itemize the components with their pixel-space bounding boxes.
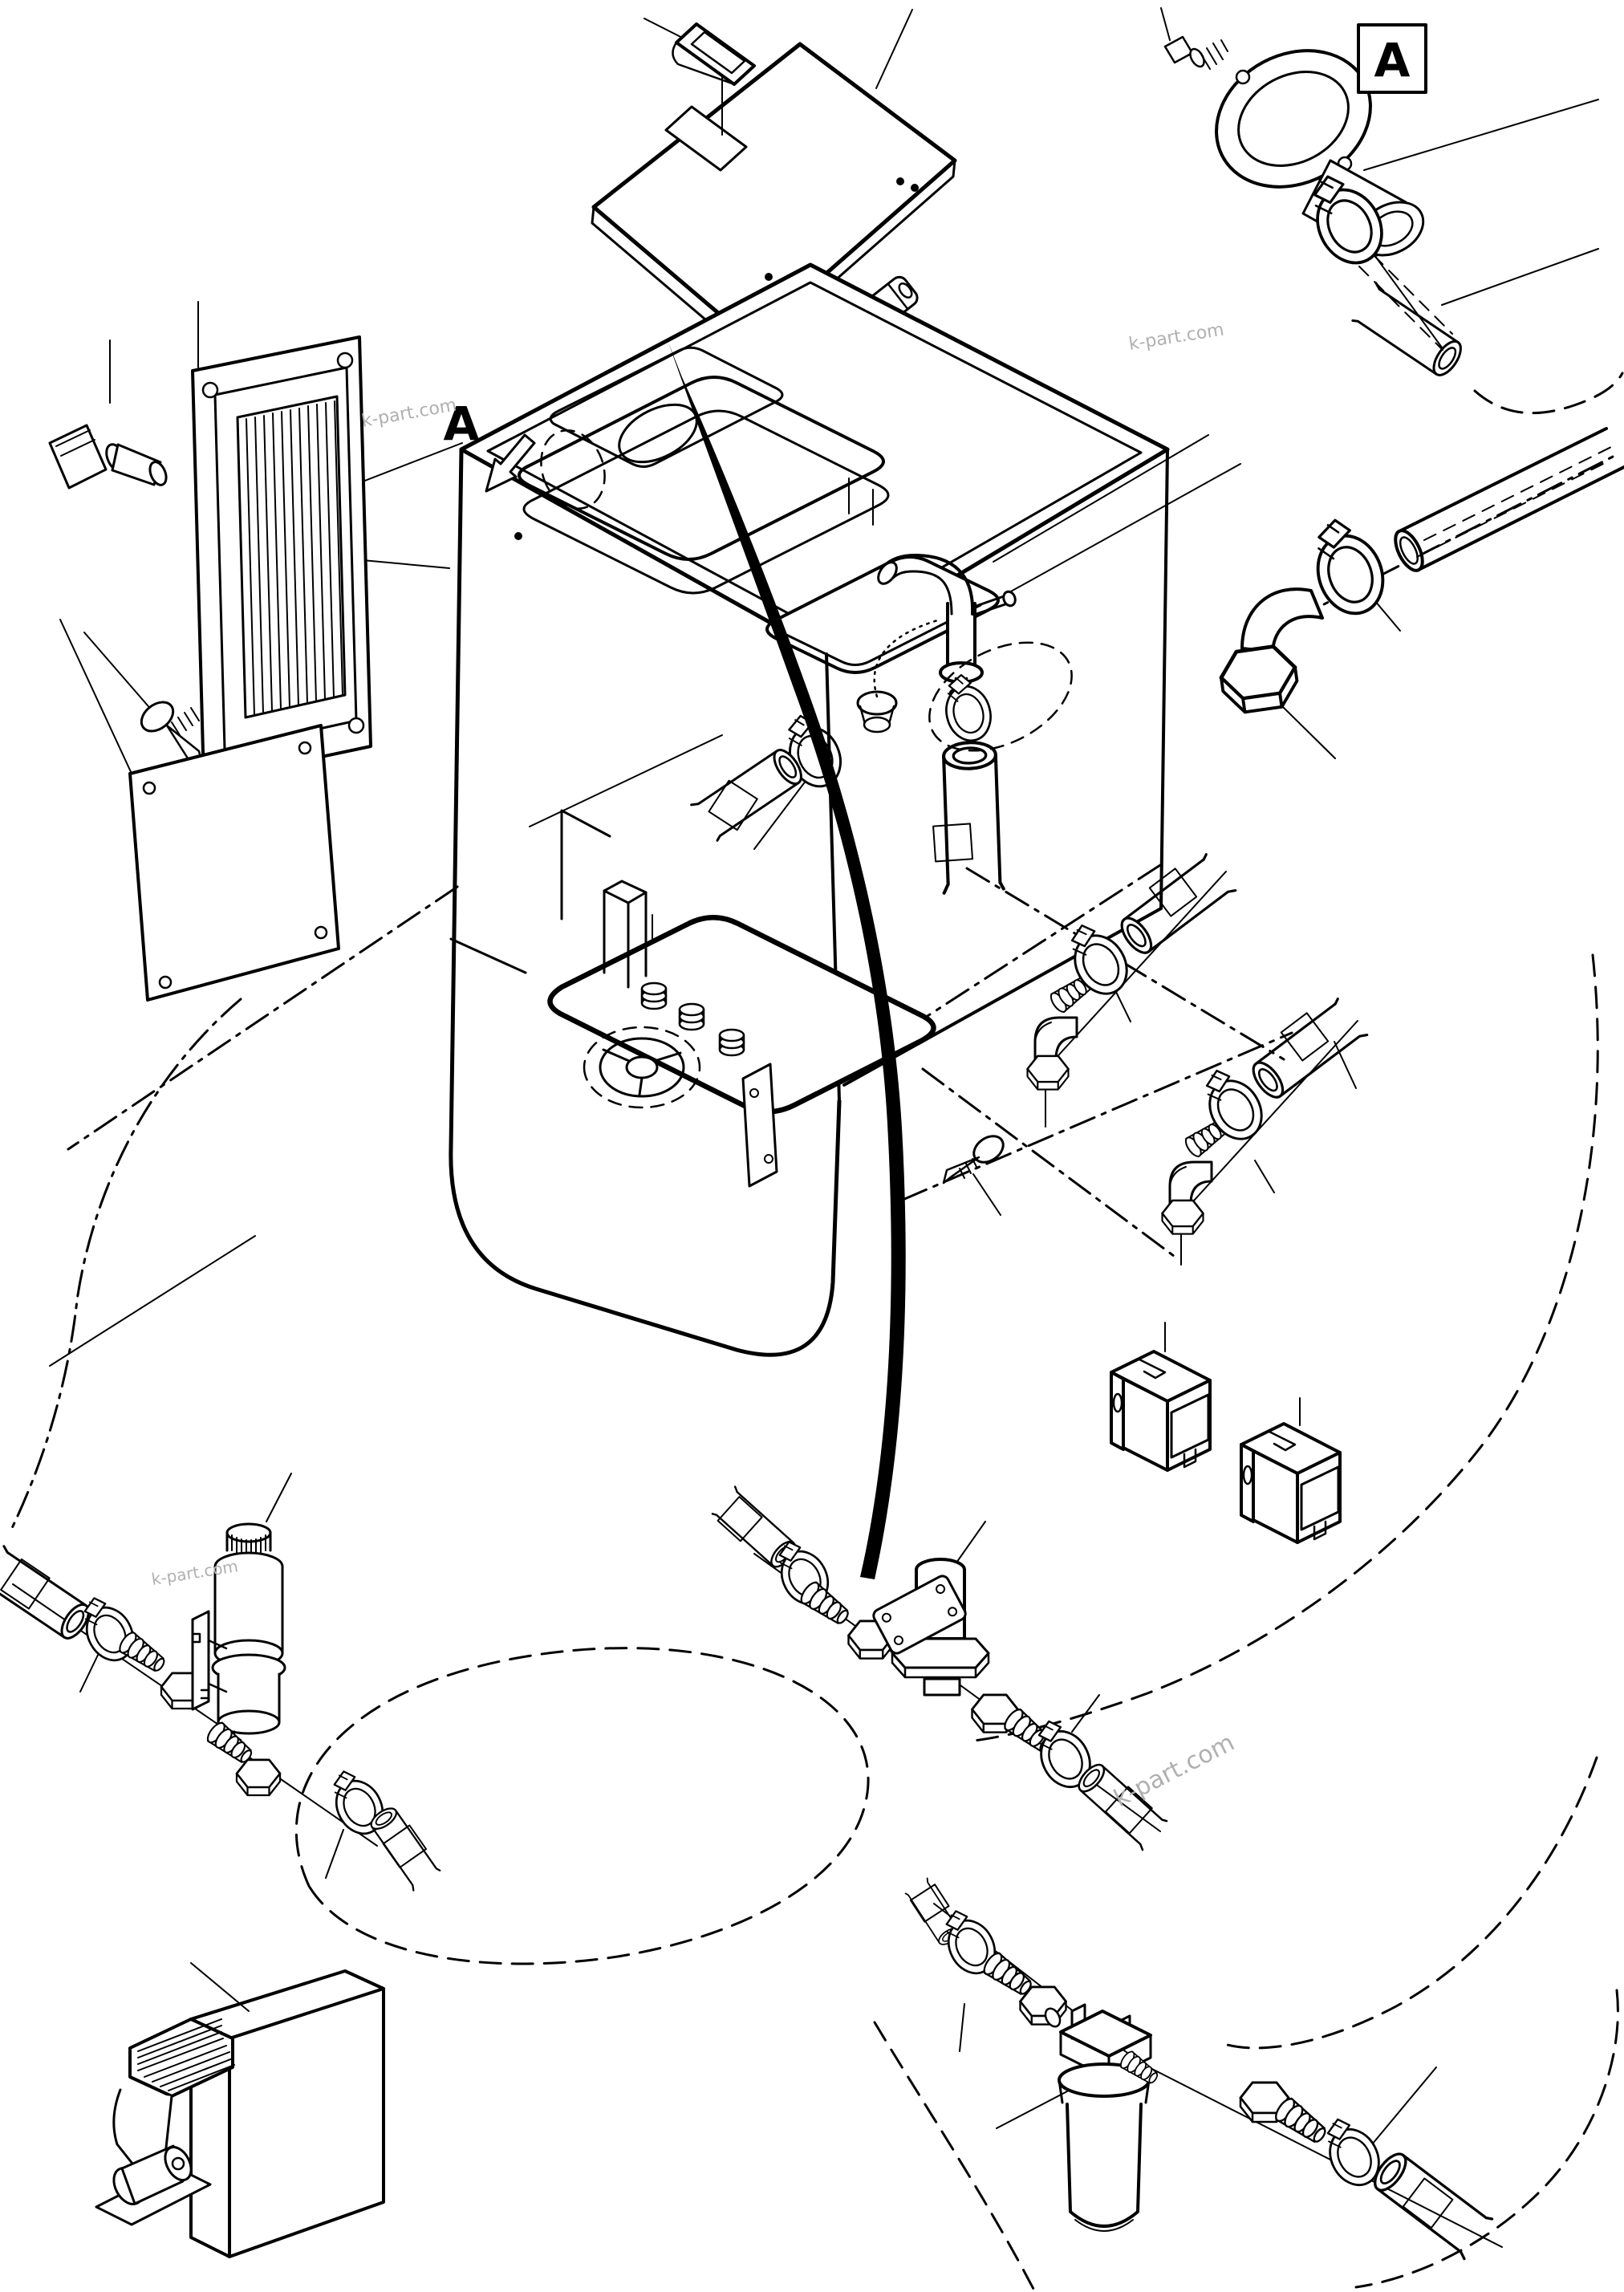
clip-bracket bbox=[1110, 1350, 1212, 1472]
faucet bbox=[877, 554, 1017, 701]
hose-section bbox=[1071, 1758, 1169, 1851]
detail-a-callout-letter: A bbox=[444, 396, 480, 451]
elbow-fitting-set-2 bbox=[1161, 996, 1369, 1235]
filler-recess bbox=[540, 346, 784, 510]
hose-clamp bbox=[320, 1762, 393, 1843]
detail-a-box: A bbox=[1357, 23, 1427, 94]
detail-arrow-icon bbox=[485, 433, 536, 493]
lid-handle bbox=[672, 22, 756, 86]
lid-hole bbox=[664, 105, 748, 172]
valve-mounting-plate bbox=[872, 1575, 967, 1655]
pump-compartment bbox=[547, 880, 1005, 1188]
vent-hose bbox=[1350, 254, 1469, 384]
inline-valve-assembly bbox=[710, 1485, 1169, 1851]
valve-body bbox=[872, 1558, 990, 1697]
hose-section bbox=[364, 1802, 442, 1892]
plate-screw bbox=[942, 1135, 1005, 1185]
breather-assembly bbox=[1163, 35, 1469, 384]
threaded-port bbox=[640, 981, 668, 1010]
watermark: k-part.com bbox=[1110, 1729, 1239, 1813]
main-basin bbox=[518, 376, 890, 595]
drain-hose bbox=[690, 742, 810, 843]
filter-housing bbox=[1044, 2003, 1162, 2232]
plug-chain bbox=[873, 618, 942, 698]
hose-section bbox=[1366, 2145, 1495, 2261]
water-tank bbox=[449, 262, 1170, 1357]
hose-section bbox=[904, 1877, 964, 1949]
heater-box bbox=[95, 1962, 385, 2258]
hose-section bbox=[1113, 851, 1237, 962]
retainer-key bbox=[48, 424, 168, 490]
hose-section bbox=[710, 1485, 802, 1574]
mounting-bolt bbox=[1163, 35, 1228, 70]
watermark: k-part.com bbox=[1127, 319, 1225, 354]
drain-plug bbox=[856, 618, 942, 734]
water-filter-assembly bbox=[904, 1877, 1495, 2261]
grille-panel bbox=[191, 335, 372, 783]
hex-nut bbox=[1161, 1199, 1204, 1235]
detail-a-box-letter: A bbox=[1374, 33, 1411, 87]
outlet-pipe bbox=[1394, 427, 1624, 572]
barb-fitting bbox=[116, 1629, 170, 1677]
standpipe bbox=[603, 880, 648, 989]
water-pump-assembly bbox=[0, 1522, 442, 1892]
mounting-screw bbox=[140, 701, 204, 766]
service-plate bbox=[741, 1063, 778, 1188]
cover-plate bbox=[128, 724, 340, 1002]
elbow-pipe bbox=[1218, 587, 1324, 714]
flow-arrow-icon bbox=[668, 343, 906, 1579]
hose-section bbox=[1244, 996, 1369, 1107]
pump-bracket bbox=[191, 1610, 228, 1711]
heater-motor bbox=[112, 2144, 193, 2205]
impeller bbox=[583, 1026, 701, 1109]
barb-fitting bbox=[1271, 2095, 1332, 2149]
threaded-port bbox=[678, 1002, 705, 1031]
supply-hose bbox=[932, 742, 1004, 893]
threaded-port bbox=[718, 1028, 745, 1057]
water-pump bbox=[211, 1522, 286, 1740]
vent-grille-assembly bbox=[48, 335, 372, 1002]
hose-section bbox=[0, 1545, 97, 1647]
elbow-fitting-set-1 bbox=[1026, 851, 1237, 1091]
detail-a-callout: A bbox=[444, 396, 536, 493]
clip-bracket bbox=[1240, 1422, 1342, 1544]
hex-nut bbox=[235, 1758, 282, 1797]
hex-nut bbox=[1026, 1055, 1070, 1091]
